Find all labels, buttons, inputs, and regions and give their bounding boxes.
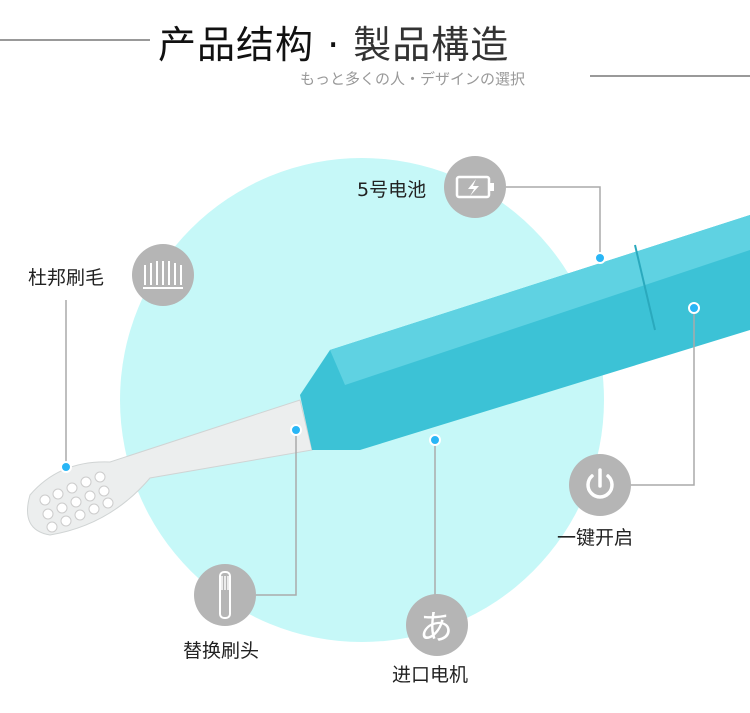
power-icon — [569, 454, 631, 516]
brush-head-icon — [194, 564, 256, 626]
toothbrush — [27, 215, 750, 536]
connector-lines — [65, 186, 695, 596]
motor-icon-glyph: あ — [419, 608, 453, 648]
bristle-icon — [132, 244, 194, 306]
marker-dots — [60, 252, 700, 473]
battery-icon — [444, 156, 506, 218]
label-brush-head: 替换刷头 — [183, 640, 260, 662]
handle-highlight — [330, 215, 750, 385]
page-subtitle: もっと多くの人・デザインの選択 — [300, 70, 526, 88]
label-power: 一键开启 — [557, 527, 634, 549]
cap-seam — [634, 244, 656, 331]
label-motor: 进口电机 — [392, 664, 469, 686]
motor-icon — [406, 594, 468, 656]
label-bristles: 杜邦刷毛 — [28, 267, 105, 289]
bristles — [39, 471, 114, 533]
label-battery: 5号电池 — [357, 179, 427, 201]
page-title: 产品结构 · 製品構造 — [158, 23, 510, 67]
